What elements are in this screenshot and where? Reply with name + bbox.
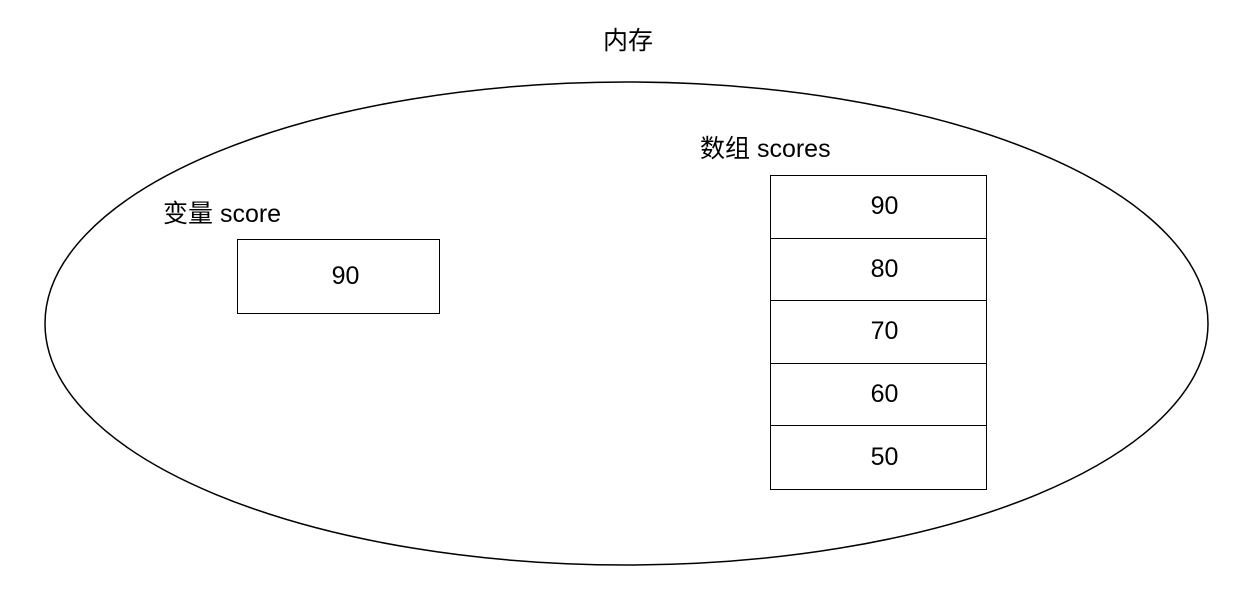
array-cell-0: 90 bbox=[771, 176, 986, 239]
array-cell-value: 80 bbox=[870, 254, 899, 283]
array-cell-value: 90 bbox=[870, 192, 899, 221]
array-cell-value: 60 bbox=[870, 380, 899, 409]
diagram-title: 内存 bbox=[602, 27, 653, 55]
variable-box: 90 bbox=[237, 239, 440, 314]
array-table: 90 80 70 60 50 bbox=[770, 175, 987, 490]
array-label: 数组 scores bbox=[700, 135, 831, 163]
variable-value: 90 bbox=[331, 262, 360, 290]
array-cell-value: 70 bbox=[870, 317, 899, 346]
array-cell-3: 60 bbox=[771, 364, 986, 427]
array-cell-value: 50 bbox=[870, 443, 899, 472]
array-cell-4: 50 bbox=[771, 426, 986, 489]
array-cell-2: 70 bbox=[771, 301, 986, 364]
array-cell-1: 80 bbox=[771, 239, 986, 302]
variable-label: 变量 score bbox=[163, 200, 282, 228]
